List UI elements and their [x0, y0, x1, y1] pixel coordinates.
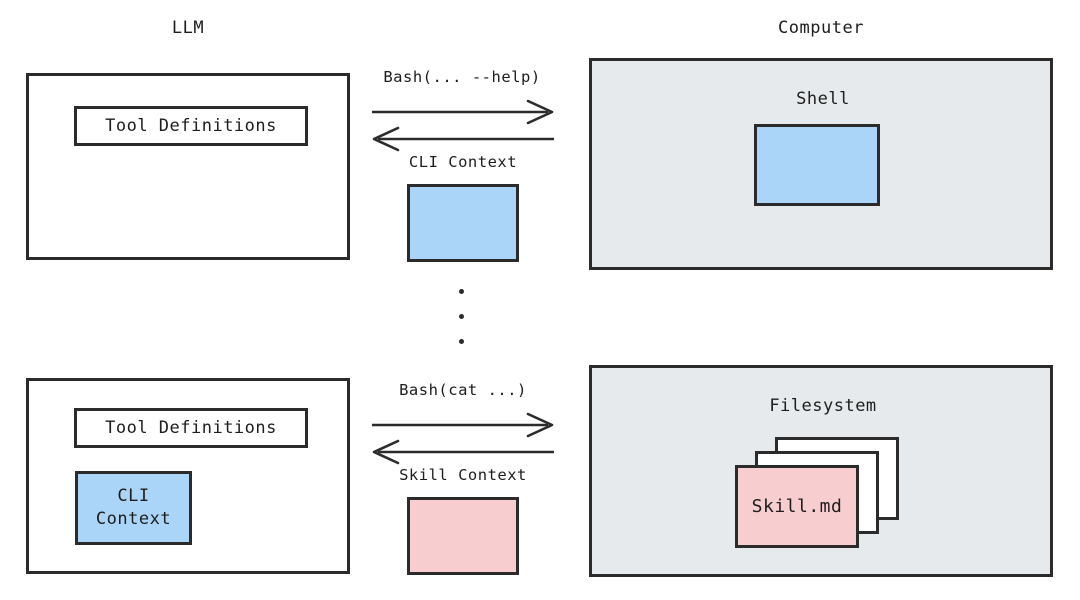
response-arrow-bottom: [372, 439, 554, 465]
exchange-arrows-bottom: [372, 409, 554, 469]
computer-panel-bottom: Filesystem Skill.md: [589, 365, 1053, 577]
shell-caption: Shell: [796, 89, 850, 109]
response-label-bottom: Skill Context: [399, 466, 527, 484]
request-arrow-bottom: [372, 412, 554, 438]
request-arrow-top: [372, 99, 554, 125]
skill-context-payload-swatch: [407, 497, 519, 575]
request-label-bottom: Bash(cat ...): [399, 381, 527, 399]
shell-swatch: [754, 124, 880, 206]
ellipsis-dot: [459, 314, 464, 319]
llm-panel-top: Tool Definitions: [26, 73, 350, 260]
cli-context-payload-swatch: [407, 184, 519, 262]
ellipsis-dot: [459, 339, 464, 344]
exchange-arrows-top: [372, 96, 554, 156]
ellipsis-dot: [459, 289, 464, 294]
arrow-pair-bottom: [372, 412, 554, 465]
column-caption-llm: LLM: [171, 18, 205, 38]
filesystem-caption: Filesystem: [769, 396, 877, 416]
request-label-top: Bash(... --help): [383, 68, 541, 86]
arrow-pair-top: [372, 99, 554, 152]
tool-definitions-box-top: Tool Definitions: [74, 106, 308, 146]
skill-card-front: Skill.md: [735, 465, 859, 548]
column-caption-computer: Computer: [778, 18, 864, 38]
tool-definitions-box-bottom: Tool Definitions: [74, 408, 308, 448]
computer-panel-top: Shell: [589, 58, 1053, 270]
response-label-top: CLI Context: [408, 153, 518, 171]
cli-context-box-bottom: CLI Context: [75, 471, 192, 545]
ellipsis-repeat-indicator: [459, 289, 464, 344]
response-arrow-top: [372, 126, 554, 152]
llm-panel-bottom: Tool Definitions CLI Context: [26, 378, 350, 574]
